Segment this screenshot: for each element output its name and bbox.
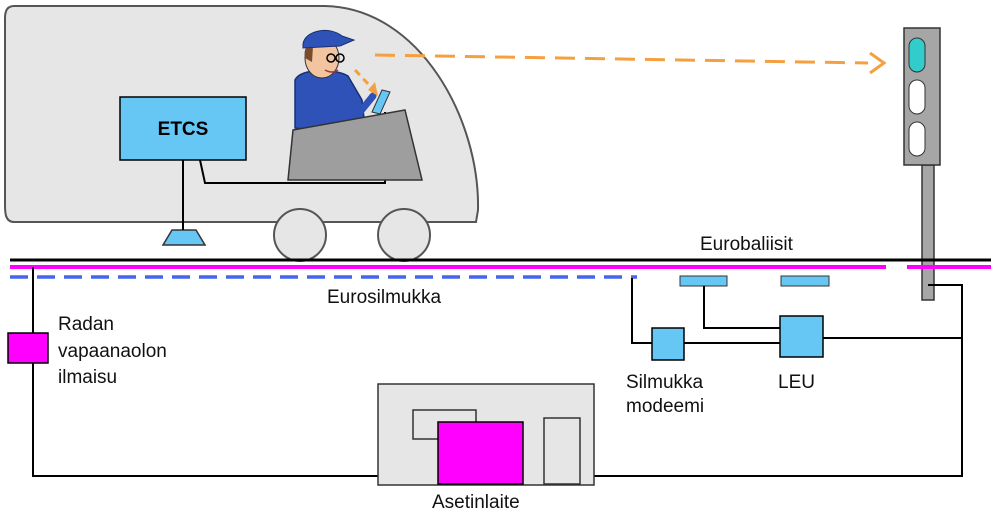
signal-light-green [908,37,926,73]
balise-leu-cable [703,286,780,329]
track-detection-box [7,332,49,364]
eurobalise-1 [679,275,728,287]
driver-console [287,109,423,181]
etcs-label: ETCS [158,119,209,140]
eurosilmukka-label: Eurosilmukka [327,287,441,308]
loop-modem-box [651,327,685,361]
asetinlaite-label: Asetinlaite [432,492,520,513]
wheel-right [377,208,431,262]
eurobaliisit-label: Eurobaliisit [700,234,794,255]
train-driver [294,29,377,133]
signal-light-middle [908,79,926,115]
interlocking-unit [437,421,524,485]
signal-cable [520,284,963,477]
sight-arrow-small [353,68,378,96]
balise-antenna [161,229,207,246]
signal-post [921,164,935,301]
silmukka-modeemi-label-line1: Silmukka [626,372,704,393]
interlocking-outline-right [543,417,581,485]
sight-arrow-to-signal [374,51,887,75]
modem-loop-cable [631,278,652,344]
wheel-left [273,208,327,262]
leu-box [779,315,824,358]
radan-label-line1: Radan [58,314,114,335]
signal-light-bottom [908,121,926,157]
silmukka-modeemi-label-line2: modeemi [626,396,704,417]
eurobalise-2 [780,275,830,287]
radan-label-line3: ilmaisu [58,367,117,388]
etcs-box [119,96,247,161]
dmi-screen [371,89,391,115]
radan-label-line2: vapaanaolon [58,341,167,362]
leu-label: LEU [778,372,815,393]
